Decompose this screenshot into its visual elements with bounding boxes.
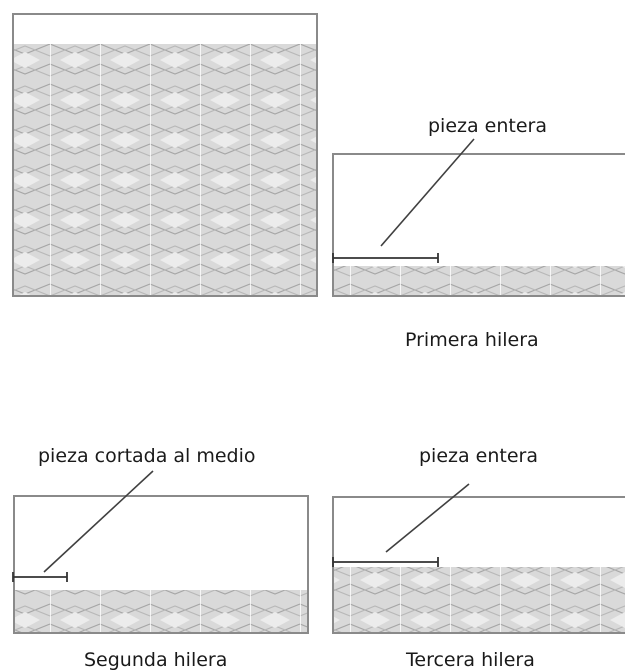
third-row-tiles — [334, 567, 625, 632]
second-row-panel — [12, 470, 309, 634]
second-row-tiles — [15, 590, 307, 632]
label-pieza-cortada: pieza cortada al medio — [38, 445, 256, 467]
leader-line-pieza-entera-2 — [385, 483, 470, 553]
label-segunda-hilera: Segunda hilera — [84, 649, 227, 671]
first-row-panel — [332, 138, 625, 297]
full-wall-panel — [12, 13, 318, 297]
label-tercera-hilera: Tercera hilera — [405, 649, 535, 671]
label-primera-hilera: Primera hilera — [405, 329, 539, 351]
full-wall-tiles — [14, 44, 316, 295]
label-pieza-entera-2: pieza entera — [419, 445, 538, 467]
leader-line-pieza-entera-1 — [380, 138, 475, 247]
first-row-tiles — [334, 266, 625, 295]
leader-line-pieza-cortada — [43, 470, 154, 573]
label-pieza-entera-1: pieza entera — [428, 115, 547, 137]
third-row-panel — [332, 483, 625, 634]
